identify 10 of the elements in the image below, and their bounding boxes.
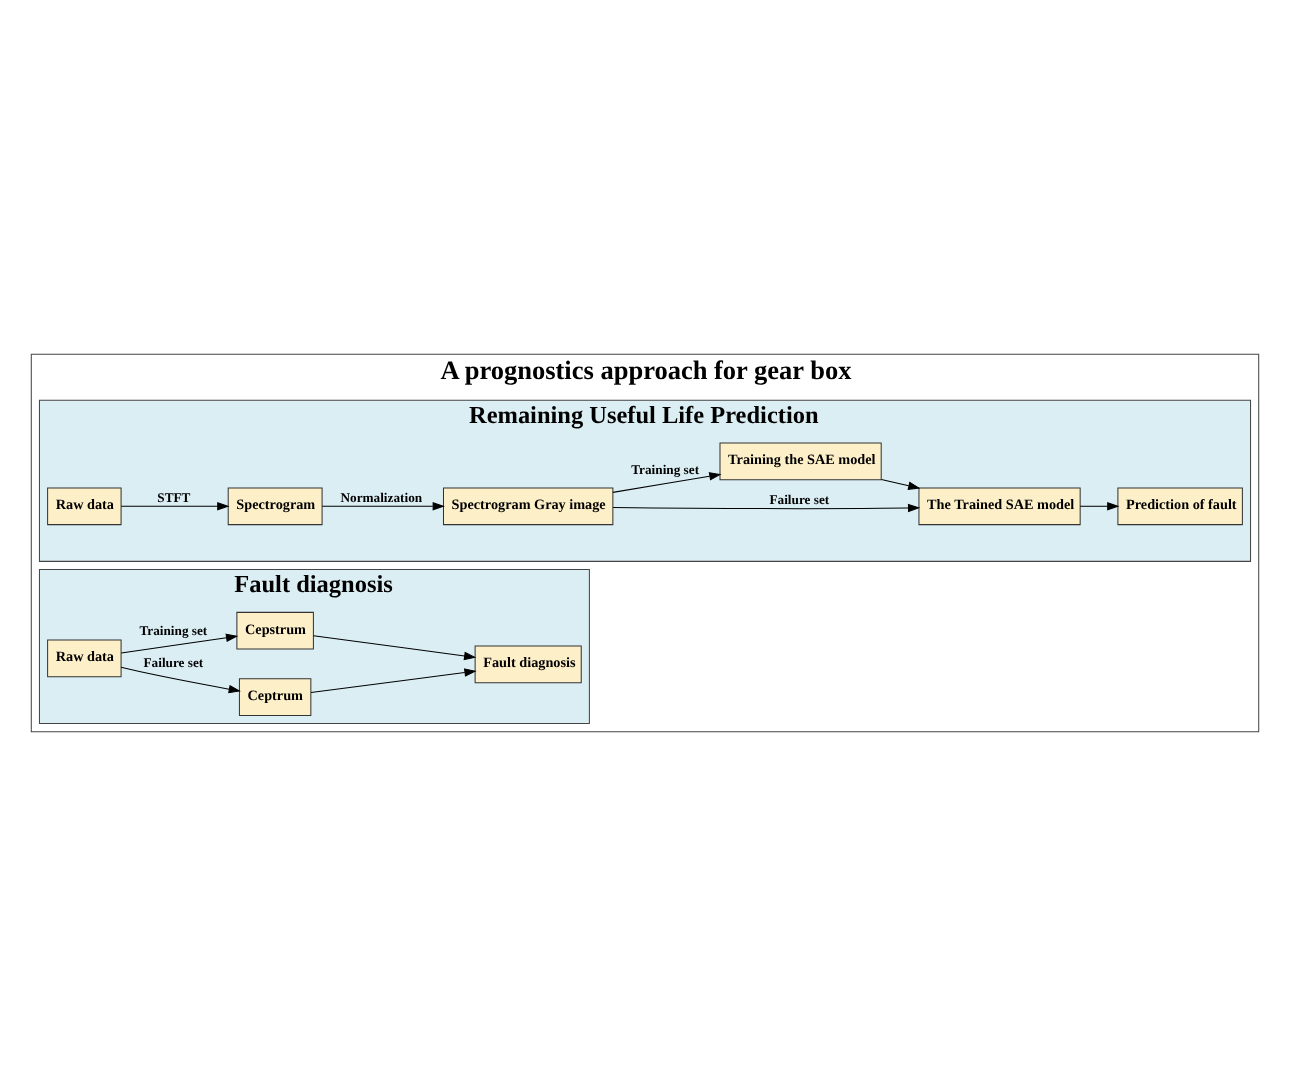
arrow [312, 635, 477, 661]
arrow [321, 502, 445, 511]
arrow [120, 633, 239, 654]
arrow [120, 502, 230, 511]
arrow [1079, 502, 1120, 511]
arrow [310, 668, 477, 694]
arrow [612, 472, 722, 493]
arrow [120, 666, 241, 694]
arrow [880, 479, 921, 490]
arrow [612, 503, 921, 513]
